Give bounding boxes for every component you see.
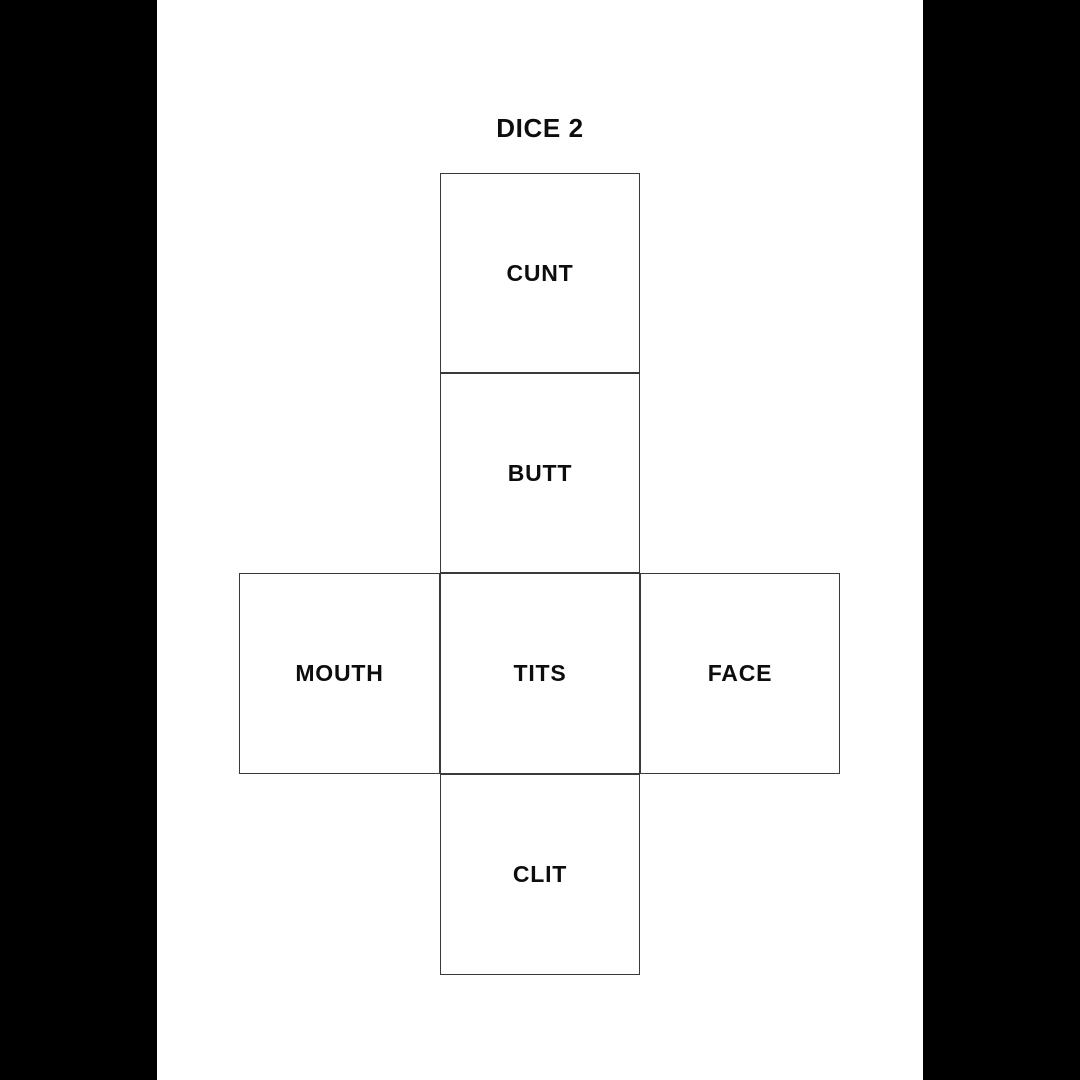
dice-cell-cunt[interactable]: CUNT: [440, 173, 640, 373]
letterbox-bar-left: [0, 0, 157, 1080]
dice-cell-label: CUNT: [506, 259, 574, 286]
dice-cell-label: MOUTH: [295, 660, 384, 686]
dice-cell-label: BUTT: [507, 459, 573, 486]
dice-cell-tits[interactable]: TITS: [440, 573, 640, 774]
dice-cell-label: TITS: [513, 660, 567, 686]
dice-cell-clit[interactable]: CLIT: [440, 774, 640, 975]
dice-cell-mouth[interactable]: MOUTH: [239, 573, 440, 774]
dice-cell-face[interactable]: FACE: [640, 573, 840, 774]
page-title: DICE 2: [496, 113, 584, 143]
letterbox-bar-right: [923, 0, 1080, 1080]
dice-cell-label: FACE: [707, 660, 773, 686]
dice-cell-label: CLIT: [512, 861, 568, 887]
dice-cell-butt[interactable]: BUTT: [440, 373, 640, 573]
